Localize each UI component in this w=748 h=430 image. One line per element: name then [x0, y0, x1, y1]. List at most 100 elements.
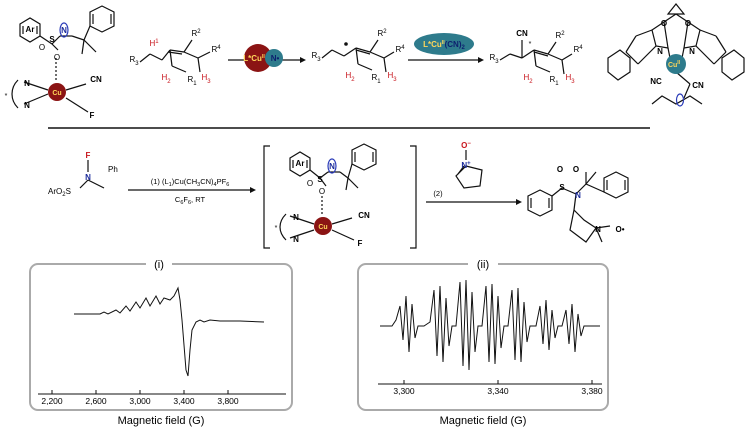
- oxygen-label: O: [39, 43, 45, 52]
- nitrogen-label: N: [329, 162, 335, 171]
- oxygen-label: O: [573, 165, 579, 174]
- arrow-head-icon: [250, 187, 256, 193]
- n-fluoro-reactant: [79, 160, 105, 189]
- r-group-label: R1: [187, 75, 197, 87]
- copper-center: [314, 217, 332, 235]
- oxyl-radical-label: O•: [615, 225, 624, 234]
- spin-adduct: [527, 171, 629, 243]
- oxygen-label: O: [557, 165, 563, 174]
- oxygen-label: O: [54, 53, 60, 62]
- tick-label: 3,800: [217, 396, 239, 406]
- nitrogen-label: N: [689, 47, 695, 56]
- copper-label: Cu: [318, 224, 327, 231]
- cyano-label: CN: [692, 81, 704, 90]
- tick-label: 3,340: [487, 386, 509, 396]
- panel-ii-label: (ii): [477, 259, 489, 271]
- fluoride-label: F: [358, 239, 363, 248]
- reagent-label: L*CuII(CN)2: [423, 40, 465, 51]
- step1-reagents: (1) (L1)Cu(CH3CN)4PF6: [151, 177, 230, 188]
- panel-i-ticks: [51, 390, 229, 394]
- tick-label: 3,300: [393, 386, 415, 396]
- panel-ii-xlabel: Magnetic field (G): [440, 415, 527, 427]
- r-group-label: R3: [311, 51, 321, 63]
- hydrogen-label: H3: [201, 73, 211, 85]
- tick-label: 3,400: [173, 396, 195, 406]
- nitrogen-label: N: [85, 173, 91, 182]
- radical-lobe-icon: [675, 93, 685, 107]
- r-group-label: R2: [555, 31, 565, 40]
- bisoxazoline-copper-complex: [607, 3, 745, 105]
- arrow-head-icon: [516, 199, 522, 205]
- arrow-head-icon: [478, 57, 484, 63]
- r-group-label: R1: [371, 73, 381, 85]
- copper-label: CuII: [668, 60, 681, 69]
- dmpo-nitrone: [455, 150, 483, 189]
- panel-ii-ticks: [403, 380, 593, 384]
- nitrogen-lone-pair-icon: [327, 158, 337, 174]
- sulfur-label: S: [49, 35, 55, 44]
- nitrogen-label: N: [595, 225, 601, 234]
- r-group-label: R4: [573, 45, 583, 54]
- reagent-pill: [414, 33, 474, 55]
- sulfur-label: S: [317, 175, 323, 184]
- copper-label: Cu: [52, 90, 61, 97]
- copper-complex-left: [11, 5, 115, 113]
- arrow-head-icon: [300, 57, 306, 63]
- nitrogen-label: N: [61, 26, 67, 35]
- ligand-n-label: N: [24, 101, 30, 110]
- chiral-star: *: [5, 93, 8, 100]
- cyano-label: CN: [90, 75, 102, 84]
- ligand-n-label: N: [24, 79, 30, 88]
- allyl-radical-intermediate: [321, 39, 395, 73]
- hydrogen-label: H1: [149, 39, 159, 48]
- oxygen-label: O: [661, 19, 667, 28]
- nitrogen-cation-label: N+: [461, 161, 471, 170]
- copper-center: [48, 83, 66, 101]
- fluoride-label: F: [90, 111, 95, 120]
- r-group-label: R4: [395, 45, 405, 54]
- sulfonyl-label: ArO2S: [48, 187, 71, 198]
- epr-spectrum-i: [74, 286, 265, 377]
- catalyst-label: L*CuII: [243, 54, 265, 63]
- hydrogen-label: H3: [565, 73, 575, 85]
- aryl-label: Ar: [296, 159, 305, 168]
- r-group-label: R1: [549, 75, 559, 87]
- chiral-star: *: [529, 41, 532, 48]
- cyanation-product: [499, 40, 573, 75]
- oxygen-anion-label: O−: [461, 141, 471, 150]
- r-group-label: R3: [129, 55, 139, 67]
- cyano-label: CN: [516, 29, 528, 38]
- bracket-left: [263, 145, 270, 249]
- oxygen-label: O: [685, 19, 691, 28]
- r-group-label: R2: [377, 29, 387, 38]
- ligand-n-label: N: [293, 235, 299, 244]
- panel-i-label-bg: [146, 256, 172, 272]
- cyano-label: CN: [358, 211, 370, 220]
- tick-label: 3,380: [581, 386, 603, 396]
- nitrogen-label: N: [657, 47, 663, 56]
- hydrogen-label: H2: [345, 71, 355, 83]
- panel-i-xlabel: Magnetic field (G): [118, 415, 205, 427]
- chiral-star: *: [275, 225, 278, 232]
- tick-label: 2,600: [85, 396, 107, 406]
- oxygen-label: O: [319, 187, 325, 196]
- substrate-alkene: [139, 39, 211, 73]
- cyano-label: NC: [650, 77, 662, 86]
- nitrogen-lone-pair-icon: [59, 22, 69, 38]
- sulfur-label: S: [559, 183, 565, 192]
- phenyl-label: Ph: [108, 165, 118, 174]
- hydrogen-label: H2: [161, 73, 171, 85]
- panel-i-frame: [29, 263, 293, 411]
- hydrogen-label: H3: [387, 71, 397, 83]
- hydrogen-label: H2: [523, 73, 533, 85]
- bracket-right: [410, 145, 417, 249]
- tick-label: 2,200: [41, 396, 63, 406]
- tick-label: 3,000: [129, 396, 151, 406]
- ligand-n-label: N: [293, 213, 299, 222]
- panel-ii-label-bg: [468, 256, 498, 272]
- fluorine-label: F: [86, 151, 91, 160]
- r-group-label: R3: [489, 53, 499, 65]
- step1-conditions: C6F6, RT: [175, 195, 206, 206]
- panel-i-label: (i): [154, 259, 164, 271]
